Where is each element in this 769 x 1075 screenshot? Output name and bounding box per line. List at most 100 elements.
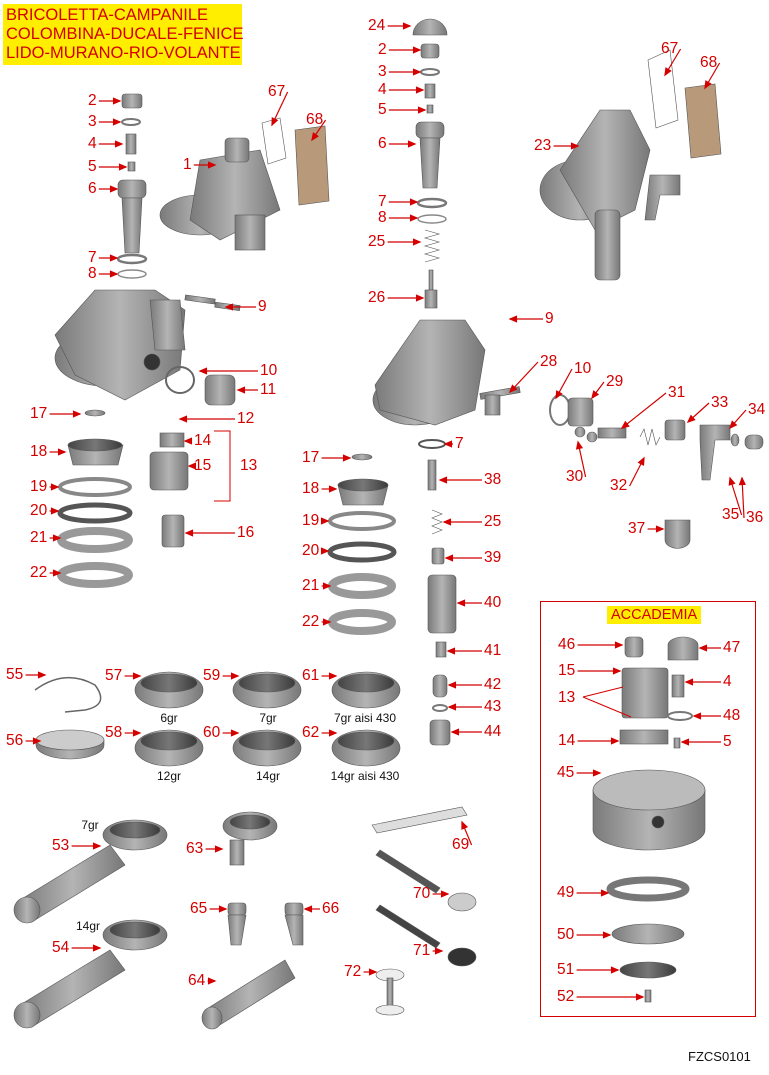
callout-45: 45 — [557, 764, 575, 781]
arrowhead — [591, 390, 600, 400]
callout-47: 47 — [723, 639, 741, 656]
arrowhead — [112, 97, 122, 105]
arrowhead — [610, 737, 620, 745]
arrowhead — [456, 599, 466, 607]
callout-5: 5 — [723, 733, 732, 750]
callout-21: 21 — [30, 529, 48, 546]
callout-50: 50 — [557, 926, 575, 943]
arrowhead — [412, 238, 422, 246]
callout-29: 29 — [606, 373, 624, 390]
arrowhead — [508, 315, 518, 323]
arrowhead — [118, 163, 128, 171]
size-caption: 7gr — [259, 711, 277, 725]
size-caption: 6gr — [160, 711, 178, 725]
callout-5: 5 — [88, 158, 97, 175]
arrowhead — [444, 554, 454, 562]
callout-44: 44 — [484, 723, 502, 740]
callout-25: 25 — [368, 233, 386, 250]
arrowhead — [612, 667, 622, 675]
arrowhead — [704, 80, 712, 90]
arrowhead — [438, 476, 448, 484]
callout-42: 42 — [484, 676, 502, 693]
callout-57: 57 — [105, 667, 123, 684]
callout-43: 43 — [484, 698, 502, 715]
arrowhead — [92, 842, 102, 850]
callout-13: 13 — [558, 689, 576, 706]
callout-19: 19 — [302, 512, 320, 529]
arrowhead — [440, 890, 450, 898]
arrowhead — [37, 671, 47, 679]
arrowhead — [680, 738, 690, 746]
callout-8: 8 — [88, 265, 97, 282]
arrowhead — [207, 161, 217, 169]
callout-14: 14 — [194, 432, 212, 449]
arrowhead — [447, 703, 457, 711]
arrowhead — [610, 966, 620, 974]
callout-33: 33 — [711, 394, 729, 411]
callout-10: 10 — [574, 360, 592, 377]
callout-18: 18 — [302, 480, 320, 497]
left-group-upper-body — [159, 117, 330, 251]
callout-20: 20 — [30, 502, 48, 519]
arrowhead — [415, 294, 425, 302]
arrowhead — [686, 414, 696, 424]
callout-35: 35 — [722, 506, 740, 523]
callout-24: 24 — [368, 17, 386, 34]
portafilters-and-tools — [13, 806, 477, 1030]
callout-18: 18 — [30, 443, 48, 460]
callout-2: 2 — [88, 92, 97, 109]
arrowhead — [328, 672, 338, 680]
callout-17: 17 — [302, 449, 320, 466]
callout-4: 4 — [88, 135, 97, 152]
callout-32: 32 — [610, 477, 628, 494]
callout-55: 55 — [6, 666, 24, 683]
arrowhead — [614, 641, 624, 649]
arrowhead — [407, 140, 417, 148]
arrowhead — [322, 618, 332, 626]
callout-26: 26 — [368, 289, 386, 306]
arrowhead — [442, 518, 452, 526]
callout-46: 46 — [558, 636, 576, 653]
arrowhead — [187, 462, 197, 470]
callout-19: 19 — [30, 478, 48, 495]
callout-20: 20 — [302, 542, 320, 559]
arrowhead — [555, 390, 563, 400]
arrowhead — [738, 476, 746, 486]
arrowhead — [635, 993, 645, 1001]
model-list-banner: BRICOLETTA-CAMPANILE COLOMBINA-DUCALE-FE… — [3, 4, 243, 65]
arrowhead — [342, 454, 352, 462]
callout-3: 3 — [88, 113, 97, 130]
callout-37: 37 — [628, 520, 646, 537]
arrowhead — [50, 507, 60, 515]
arrowhead — [620, 420, 630, 429]
callout-52: 52 — [557, 988, 575, 1005]
arrowhead — [320, 517, 330, 525]
filter-baskets — [34, 671, 401, 767]
callout-60: 60 — [203, 724, 221, 741]
callout-7: 7 — [88, 249, 97, 266]
callout-67: 67 — [661, 40, 679, 57]
arrowhead — [415, 86, 425, 94]
callout-56: 56 — [6, 732, 24, 749]
left-group-lower-parts — [57, 409, 189, 588]
arrowhead — [236, 386, 246, 394]
size-caption: 14gr — [255, 769, 281, 783]
size-caption: 12gr — [156, 769, 182, 783]
callout-15: 15 — [558, 662, 576, 679]
callout-2: 2 — [378, 41, 387, 58]
leader-arrow — [621, 392, 667, 429]
arrowhead — [303, 905, 313, 913]
arrowhead — [402, 22, 412, 30]
callout-8: 8 — [378, 209, 387, 226]
top-right-group-parts — [539, 49, 722, 281]
callout-68: 68 — [700, 54, 718, 71]
model-line: LIDO-MURANO-RIO-VOLANTE — [6, 44, 241, 62]
arrowhead — [92, 944, 102, 952]
callout-58: 58 — [105, 724, 123, 741]
arrowhead — [132, 672, 142, 680]
callout-4: 4 — [723, 673, 732, 690]
callout-28: 28 — [540, 353, 558, 370]
callout-6: 6 — [378, 135, 387, 152]
arrowhead — [322, 582, 332, 590]
